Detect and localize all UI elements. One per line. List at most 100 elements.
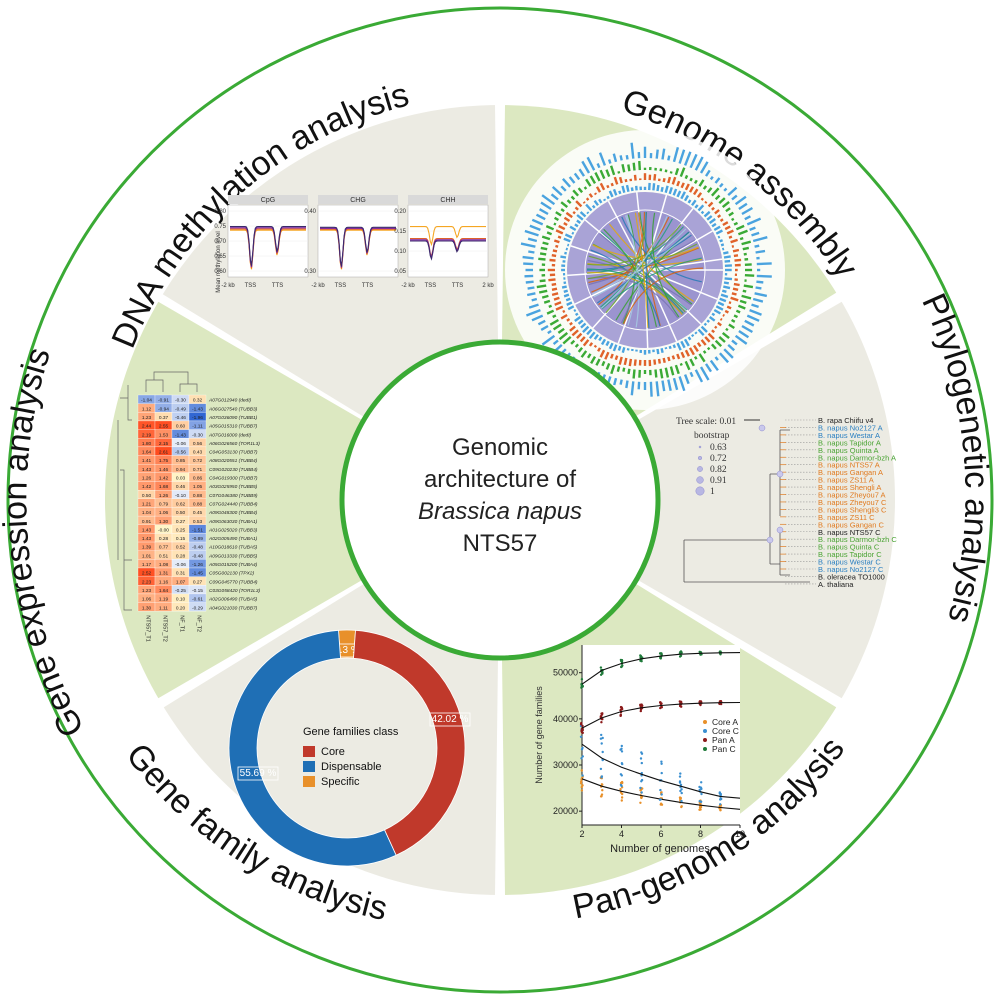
circos-track-bar <box>717 321 722 327</box>
circos-track-bar <box>711 329 716 334</box>
circos-track-bar <box>652 183 656 191</box>
pan-point <box>698 806 702 809</box>
circos-track-bar <box>680 340 686 349</box>
heatmap-cell-value: 1.08 <box>159 562 169 568</box>
circos-track-bar <box>540 201 552 211</box>
circos-link <box>638 212 661 327</box>
pan-point <box>581 784 584 787</box>
circos-track-bar <box>568 176 576 184</box>
heatmap-cell-value: 1.26 <box>142 476 152 482</box>
center-circle <box>339 339 661 661</box>
heatmap-gene-label: C07G046380 (TUBB9) <box>209 493 258 499</box>
circos-track-bar <box>696 342 702 348</box>
heatmap-gene-label: A03G025950 (TUBB5) <box>208 484 258 490</box>
pan-xtick: 10 <box>735 829 745 839</box>
tree-taxon-label: B. napus Zheyou7 A <box>818 491 886 500</box>
heatmap-cell-value: 1.01 <box>142 553 152 559</box>
circos-track-bar <box>741 324 753 334</box>
meth-ytick: 0.10 <box>394 249 406 255</box>
pan-point <box>619 748 622 751</box>
bootstrap-legend-value: 0.63 <box>710 443 727 453</box>
circos-track-bar <box>723 251 729 255</box>
pan-point <box>620 665 623 669</box>
circos-track-bar <box>555 211 562 217</box>
circos-track-bar <box>594 192 597 196</box>
circos-track-bar <box>752 236 768 243</box>
circos-track-bar <box>742 289 747 293</box>
circos-track-bar <box>664 346 668 350</box>
circos-track-bar <box>700 210 705 215</box>
circos-track-bar <box>593 344 597 348</box>
meth-xtick: TSS <box>425 283 437 289</box>
circos-track-bar <box>723 255 731 259</box>
circos-track-bar <box>719 297 727 303</box>
tree-taxon-label: B. napus Gangan A <box>818 468 883 477</box>
circos-track-bar <box>553 222 557 226</box>
circos-track-bar <box>731 217 735 222</box>
circos-track-bar <box>689 358 695 367</box>
circos-track-bar <box>523 262 534 266</box>
meth-ytick: 0.60 <box>214 269 226 275</box>
heatmap-cell-value: 1.06 <box>159 510 169 516</box>
pan-ytick: 30000 <box>553 760 578 770</box>
circos-track-bar <box>552 339 559 346</box>
circos-track-bar <box>746 217 762 226</box>
heatmap-cell-value: 1.23 <box>142 588 152 594</box>
circos-track-bar <box>567 305 575 311</box>
circos-track-bar <box>731 292 737 296</box>
circos-track-bar <box>692 344 699 353</box>
heatmap-cell-value: 1.04 <box>142 510 152 516</box>
heatmap-cell-value: 0.53 <box>193 519 203 525</box>
circos-track-bar <box>558 331 569 341</box>
circos-track-bar <box>555 305 564 311</box>
circos-track-bar <box>709 359 719 372</box>
circos-track-bar <box>619 155 623 161</box>
tree-taxon-label: A. thaliana <box>818 580 854 589</box>
tree-taxon-label: B. napus Shengli A <box>818 483 881 492</box>
circos-track-bar <box>713 225 721 232</box>
circos-track-bar <box>552 314 557 319</box>
circos-track-bar <box>527 286 535 290</box>
circos-track-bar <box>727 344 736 352</box>
pan-point <box>640 761 643 765</box>
circos-track-bar <box>697 204 705 212</box>
circos-link <box>587 243 698 280</box>
circos-track-bar <box>708 218 716 224</box>
circos-track-bar <box>659 368 664 379</box>
circos-track-bar <box>707 332 715 340</box>
heatmap-gene-label: C05G002130 (TPX2) <box>209 571 254 577</box>
circos-track-bar <box>654 369 658 378</box>
circos-track-bar <box>577 346 584 353</box>
circos-track-bar <box>706 215 713 221</box>
circos-track-bar <box>632 162 636 171</box>
circos-track-bar <box>588 331 596 339</box>
circos-track-bar <box>552 249 558 253</box>
meth-ytick: 0.80 <box>214 209 226 215</box>
circos-track-bar <box>586 353 592 359</box>
pan-point <box>719 798 722 801</box>
circos-track-bar <box>522 255 534 260</box>
circos-track-bar <box>731 339 738 346</box>
circos-track-bar <box>696 192 703 198</box>
circos-track-bar <box>733 254 739 258</box>
circos-track-bar <box>674 168 680 176</box>
circos-track-bar <box>728 235 733 239</box>
circos-track-bar <box>662 357 666 363</box>
bootstrap-legend-dot <box>697 455 703 461</box>
circos-track-bar <box>684 360 691 371</box>
heatmap-cell-value: 1.42 <box>159 476 169 482</box>
pan-point <box>719 809 722 812</box>
circos-track-bar <box>574 316 582 322</box>
donut-percent-label: 42.02 % <box>432 714 469 725</box>
pan-point <box>579 723 583 726</box>
heatmap-cell-value: 1.80 <box>142 441 152 447</box>
heatmap-cell-value: 1.06 <box>142 597 152 603</box>
pan-point <box>660 771 663 775</box>
pan-point <box>581 774 584 777</box>
circos-track-bar <box>551 287 558 291</box>
circos-track-bar <box>700 339 707 346</box>
circos-track-bar <box>557 235 562 239</box>
circos-track-bar <box>538 257 546 261</box>
circos-track-bar <box>608 342 614 350</box>
bootstrap-legend-value: 0.91 <box>710 476 727 486</box>
